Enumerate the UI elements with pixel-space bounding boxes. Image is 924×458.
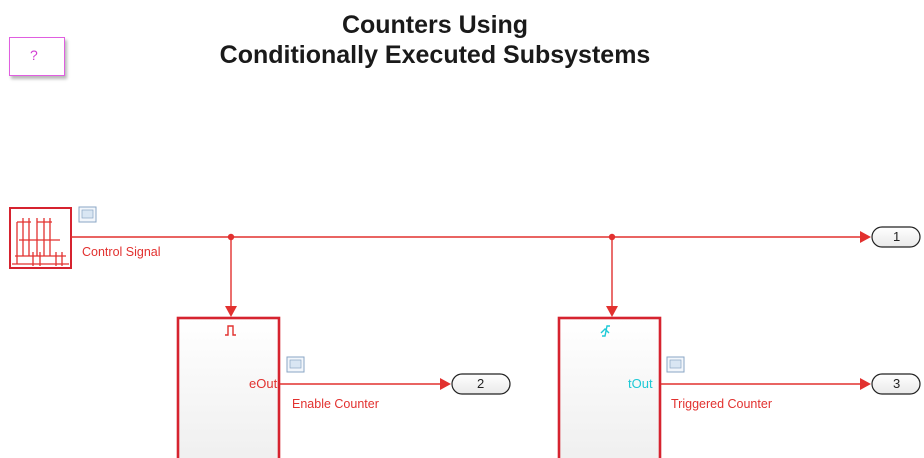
branch-point <box>227 233 235 241</box>
arrowhead <box>440 378 451 390</box>
enable-counter-label: Enable Counter <box>292 397 379 411</box>
enable-pulse-icon <box>225 325 236 336</box>
triggered-subsystem-block[interactable] <box>557 316 662 458</box>
enabled-subsystem-block[interactable] <box>176 316 281 458</box>
outport-3-block[interactable] <box>871 373 921 395</box>
title-line-2: Conditionally Executed Subsystems <box>219 41 651 69</box>
help-question-icon: ? <box>30 47 38 63</box>
signal-viewer-icon[interactable] <box>286 356 305 373</box>
tout-port-label: tOut <box>628 376 653 391</box>
control-signal-source-block[interactable] <box>9 207 72 269</box>
eout-port-label: eOut <box>249 376 278 391</box>
triggered-counter-label: Triggered Counter <box>671 397 772 411</box>
signal-viewer-icon[interactable] <box>78 206 97 223</box>
outport-2-block[interactable] <box>451 373 511 395</box>
diagram-title: Counters Using Conditionally Executed Su… <box>140 10 730 70</box>
outport-3-number: 3 <box>893 376 901 391</box>
title-line-1: Counters Using <box>341 11 529 39</box>
signal-viewer-icon[interactable] <box>666 356 685 373</box>
arrowhead <box>606 306 618 317</box>
branch-point <box>608 233 616 241</box>
arrowhead <box>860 378 871 390</box>
help-block[interactable]: ? <box>9 37 65 76</box>
control-signal-line[interactable] <box>71 236 860 307</box>
outport-1-number: 1 <box>893 229 901 244</box>
outport-2-number: 2 <box>477 376 485 391</box>
trigger-rising-edge-icon <box>600 325 610 337</box>
arrowhead <box>225 306 237 317</box>
control-signal-label: Control Signal <box>82 245 161 259</box>
outport-1-block[interactable] <box>871 226 921 248</box>
arrowhead <box>860 231 871 243</box>
